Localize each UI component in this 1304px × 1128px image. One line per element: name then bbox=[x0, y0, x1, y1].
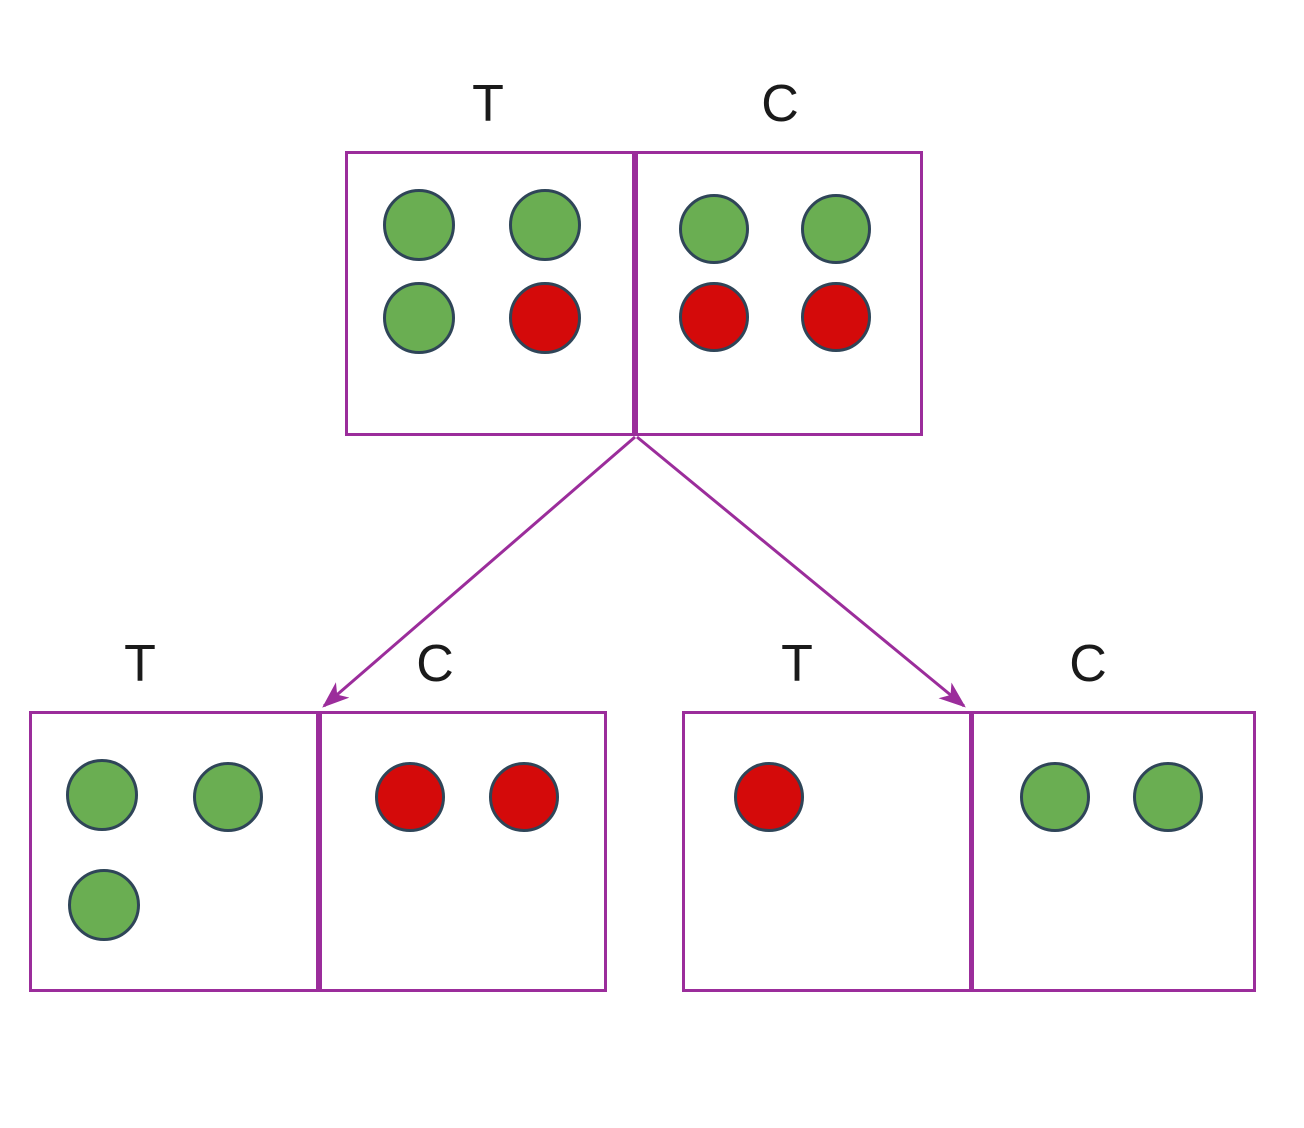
token-green bbox=[1020, 762, 1090, 832]
token-red bbox=[734, 762, 804, 832]
token-green bbox=[1133, 762, 1203, 832]
child-node-left-cell-c bbox=[319, 711, 607, 992]
child-node-right-cell-c bbox=[971, 711, 1256, 992]
parent-node-label-c: C bbox=[761, 75, 799, 133]
parent-node-label-t: T bbox=[472, 75, 504, 133]
child-node-right-label-c: C bbox=[1069, 635, 1107, 693]
token-green bbox=[68, 869, 140, 941]
parent-node-cell-c bbox=[635, 151, 923, 436]
token-green bbox=[509, 189, 581, 261]
child-node-left-label-t: T bbox=[124, 635, 156, 693]
token-green bbox=[193, 762, 263, 832]
child-node-right-cell-t bbox=[682, 711, 972, 992]
token-red bbox=[489, 762, 559, 832]
token-green bbox=[801, 194, 871, 264]
child-node-right-label-t: T bbox=[781, 635, 813, 693]
token-red bbox=[509, 282, 581, 354]
token-red bbox=[801, 282, 871, 352]
child-node-left-label-c: C bbox=[416, 635, 454, 693]
token-red bbox=[679, 282, 749, 352]
arrow-to-left-child bbox=[322, 435, 636, 708]
child-node-left-cell-t bbox=[29, 711, 319, 992]
token-green bbox=[679, 194, 749, 264]
token-green bbox=[383, 189, 455, 261]
token-red bbox=[375, 762, 445, 832]
token-green bbox=[383, 282, 455, 354]
token-green bbox=[66, 759, 138, 831]
parent-node-cell-t bbox=[345, 151, 635, 436]
